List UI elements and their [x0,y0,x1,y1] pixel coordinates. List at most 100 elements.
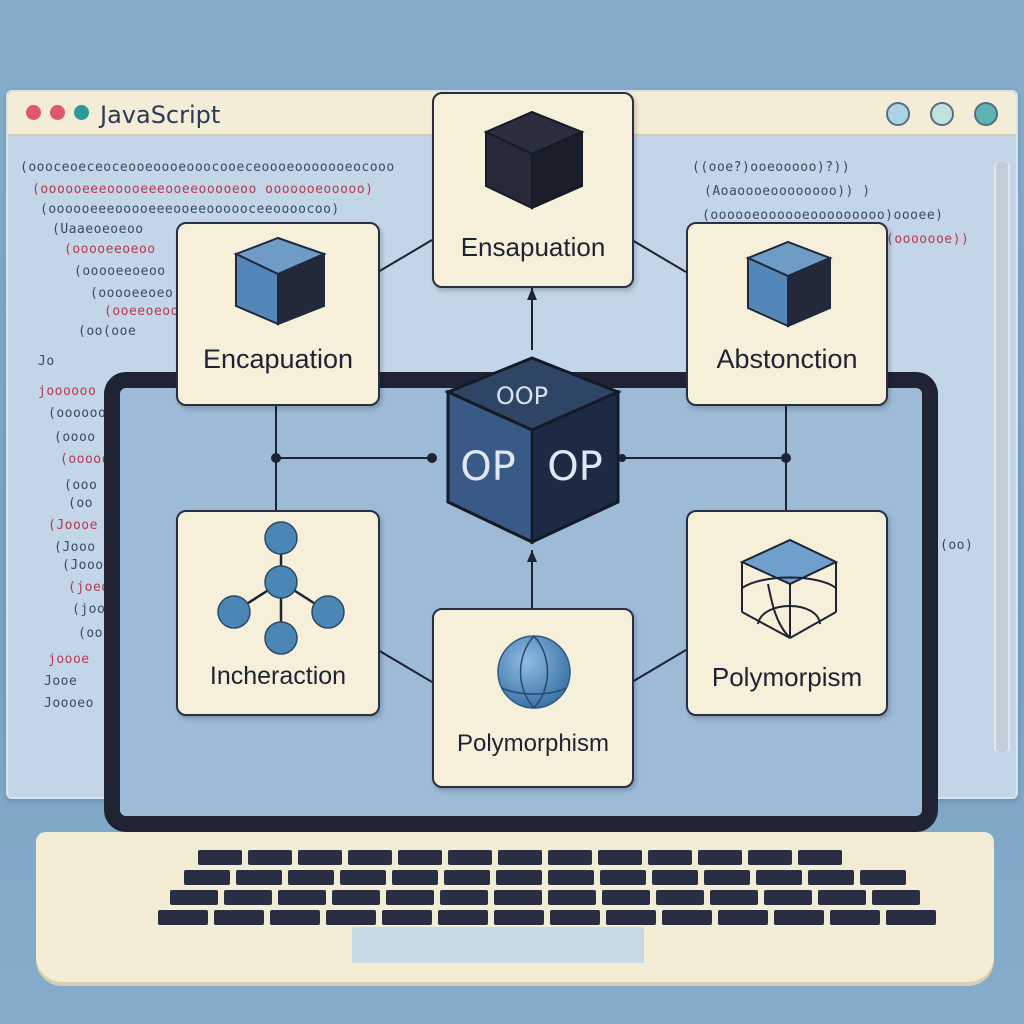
keyboard-key[interactable] [348,850,392,865]
keyboard-key[interactable] [438,910,488,925]
oop-top-label: OOP [496,382,548,410]
keyboard-key[interactable] [496,870,542,885]
keyboard-key[interactable] [298,850,342,865]
code-line: (joeo [68,580,110,595]
sphere-icon [497,635,571,709]
editor-scrollbar[interactable] [994,162,1010,752]
code-line: (Joooo [62,558,112,573]
keyboard-key[interactable] [798,850,842,865]
code-line: (oooceoeceoceooeoooeooocooeceoooeooooooe… [20,160,395,175]
editor-scrollbar-thumb[interactable] [996,162,1008,752]
concept-card-abstraction[interactable]: Abstonction [686,222,888,406]
cube-icon [745,240,833,328]
concept-card-inheritance[interactable]: Incheraction [176,510,380,716]
keyboard-key[interactable] [198,850,242,865]
keyboard-key[interactable] [382,910,432,925]
keyboard-key[interactable] [494,910,544,925]
keyboard-key[interactable] [548,870,594,885]
keyboard-key[interactable] [224,890,272,905]
concept-card-polymorphism-right[interactable]: Polymorpism [686,510,888,716]
window-ring-button[interactable] [886,102,910,126]
oop-right-label: OP [547,444,603,490]
keyboard-key[interactable] [662,910,712,925]
keyboard-key[interactable] [236,870,282,885]
code-line: (oo(ooe [78,324,137,339]
junction-dot [271,453,281,463]
junction-dot [427,453,437,463]
keyboard-key[interactable] [158,910,208,925]
keyboard-key[interactable] [602,890,650,905]
keyboard-key[interactable] [808,870,854,885]
connector-line [631,649,687,683]
cube-icon [233,236,327,326]
keyboard-key[interactable] [498,850,542,865]
keyboard-key[interactable] [606,910,656,925]
concept-card-polymorphism[interactable]: Polymorphism [432,608,634,788]
keyboard-key[interactable] [872,890,920,905]
keyboard-key[interactable] [704,870,750,885]
keyboard-key[interactable] [386,890,434,905]
arrow-head [527,550,537,562]
window-dot-red[interactable] [26,105,41,120]
keyboard-key[interactable] [652,870,698,885]
keyboard-key[interactable] [548,890,596,905]
keyboard-key[interactable] [764,890,812,905]
keyboard-key[interactable] [440,890,488,905]
keyboard-key[interactable] [774,910,824,925]
trackpad[interactable] [352,927,644,963]
keyboard-key[interactable] [444,870,490,885]
concept-card-encapsulation[interactable]: Encapuation [176,222,380,406]
keyboard-key[interactable] [656,890,704,905]
concept-card-encapsulation-top[interactable]: Ensapuation [432,92,634,288]
cube-right-face [530,389,620,545]
keyboard-key[interactable] [392,870,438,885]
window-dot-teal[interactable] [74,105,89,120]
keyboard-key[interactable] [550,910,600,925]
code-line: (oooo [54,430,96,445]
keyboard-key[interactable] [830,910,880,925]
keyboard-key[interactable] [170,890,218,905]
code-line: (Aoaoooeoooooooo)) ) [704,184,871,199]
code-line: (ooooo [60,452,110,467]
editor-title: JavaScript [100,101,221,129]
keyboard-key[interactable] [332,890,380,905]
window-ring-button[interactable] [930,102,954,126]
keyboard-key[interactable] [756,870,802,885]
window-dot-red[interactable] [50,105,65,120]
keyboard-key[interactable] [598,850,642,865]
keyboard-key[interactable] [718,910,768,925]
keyboard-key[interactable] [494,890,542,905]
keyboard-key[interactable] [326,910,376,925]
keyboard-key[interactable] [886,910,936,925]
keyboard-key[interactable] [398,850,442,865]
keyboard-key[interactable] [860,870,906,885]
keyboard-key[interactable] [288,870,334,885]
keyboard-key[interactable] [248,850,292,865]
keyboard-key[interactable] [748,850,792,865]
oop-center-cube[interactable]: OOP OP OP [440,352,626,548]
code-line: (Joooe [48,518,98,533]
node-tree-icon [217,521,345,655]
card-label: Abstonction [716,344,858,374]
keyboard-key[interactable] [448,850,492,865]
keyboard-key[interactable] [278,890,326,905]
keyboard-key[interactable] [600,870,646,885]
code-line: Jo [38,354,55,369]
code-line: (joo [72,602,106,617]
keyboard-key[interactable] [710,890,758,905]
keyboard-key[interactable] [548,850,592,865]
window-ring-button[interactable] [974,102,998,126]
keyboard-key[interactable] [340,870,386,885]
code-line: Jooe [44,674,78,689]
code-line: joooe [48,652,90,667]
keyboard-key[interactable] [184,870,230,885]
keyboard-key[interactable] [214,910,264,925]
keyboard-key[interactable] [270,910,320,925]
keyboard-key[interactable] [698,850,742,865]
cube-icon [483,110,585,210]
code-line: (oooooo [48,406,107,421]
laptop-base [36,832,994,982]
keyboard-key[interactable] [818,890,866,905]
keyboard-key[interactable] [648,850,692,865]
